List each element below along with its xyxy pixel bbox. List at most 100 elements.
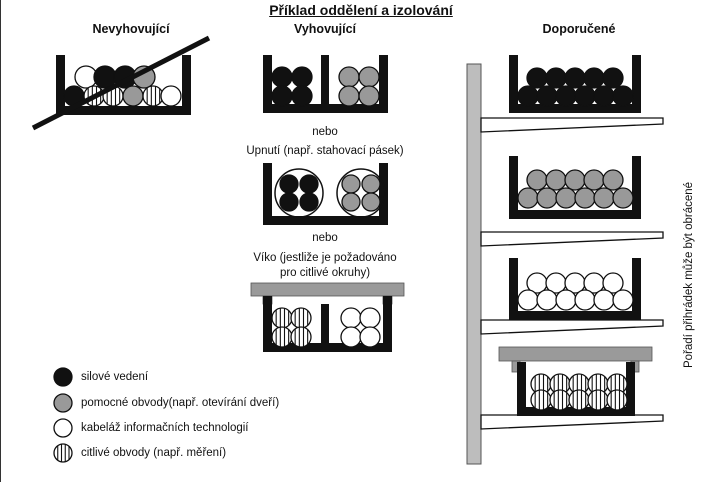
cable-sensitive [606, 389, 628, 411]
cable-fill [588, 390, 608, 410]
cable-auxiliary [341, 174, 361, 194]
cable-power [555, 85, 577, 107]
tray-base [517, 407, 635, 416]
cable-outline [359, 307, 381, 329]
cable-power [593, 85, 615, 107]
tray-wall-left [509, 156, 518, 219]
cable-fill [607, 390, 627, 410]
cable-power [271, 85, 293, 107]
tray-base [509, 311, 641, 320]
cable-it [517, 289, 539, 311]
tray-wall-left [263, 55, 272, 113]
cable-auxiliary [574, 187, 596, 209]
cable-fill [531, 374, 551, 394]
cable-outline [574, 85, 596, 107]
cable-auxiliary [536, 187, 558, 209]
cable-fill [550, 390, 570, 410]
cable-auxiliary [338, 66, 360, 88]
cable-it [340, 326, 362, 348]
cable-outline [555, 187, 577, 209]
cable-outline [122, 85, 144, 107]
cable-power [526, 67, 548, 89]
cable-sensitive [568, 389, 590, 411]
cable-outline [299, 174, 319, 194]
cable-outline [593, 187, 615, 209]
cable-outline [545, 67, 567, 89]
cable-auxiliary [612, 187, 634, 209]
cable-auxiliary [555, 187, 577, 209]
cable-sensitive [142, 85, 164, 107]
cable-power [291, 66, 313, 88]
cable-outline [290, 326, 312, 348]
cable-outline [517, 187, 539, 209]
cable-outline [593, 289, 615, 311]
cable-outline [583, 169, 605, 191]
diagram-title: Příklad oddělení a izolování [269, 2, 453, 18]
cable-outline [517, 85, 539, 107]
legend-symbol-it [53, 418, 73, 438]
column-heading-recommended: Doporučené [542, 22, 616, 36]
tray-wall-left [56, 55, 65, 115]
cable-outline [574, 187, 596, 209]
legend-label-power: silové vedení [81, 371, 149, 383]
cable-outline [291, 85, 313, 107]
cable-sensitive [587, 389, 609, 411]
tray-wall-right [383, 296, 392, 352]
cable-power [583, 67, 605, 89]
cable-outline [358, 85, 380, 107]
cable-auxiliary [358, 66, 380, 88]
cable-auxiliary [338, 85, 360, 107]
tray-base [509, 104, 641, 113]
cable-outline [536, 289, 558, 311]
tray-divider [321, 55, 329, 113]
cable-outline [53, 393, 73, 413]
rack-bracket [480, 231, 664, 247]
tray-wall-left [509, 258, 518, 320]
cable-fill [531, 390, 551, 410]
tray-non-compliant [56, 55, 191, 115]
tray-recommended-power [509, 55, 641, 113]
column-heading-non-compliant: Nevyhovující [92, 22, 170, 36]
cable-outline [602, 169, 624, 191]
cable-it [359, 326, 381, 348]
cable-it [359, 307, 381, 329]
cable-fill [550, 374, 570, 394]
tray-wall-left [517, 362, 526, 416]
cable-outline [555, 85, 577, 107]
cable-outline [602, 272, 624, 294]
cable-outline [564, 67, 586, 89]
cable-sensitive [549, 389, 571, 411]
tray-recommended-it [509, 258, 641, 320]
cable-power [602, 67, 624, 89]
tray-wall-right [632, 156, 641, 219]
cable-power [279, 174, 299, 194]
cable-outline [555, 289, 577, 311]
cable-outline [602, 67, 624, 89]
cable-outline [526, 67, 548, 89]
cable-it [574, 289, 596, 311]
cable-fill [291, 327, 311, 347]
cable-outline [271, 66, 293, 88]
tray-lid-compliant [250, 282, 405, 297]
cable-auxiliary [341, 192, 361, 212]
cable-fill [272, 327, 292, 347]
cable-fill [588, 374, 608, 394]
cable-sensitive [530, 389, 552, 411]
cable-outline [606, 389, 628, 411]
cable-outline [340, 326, 362, 348]
cable-auxiliary [602, 169, 624, 191]
strapping-label: Upnutí (např. stahovací pásek) [246, 145, 404, 157]
tray-lid-recommended [498, 346, 653, 362]
cable-outline [338, 66, 360, 88]
cable-outline [536, 85, 558, 107]
lid-label-line1: Víko (jestliže je požadováno [253, 252, 397, 264]
cable-it [612, 289, 634, 311]
or-label-1: nebo [312, 126, 338, 138]
cable-auxiliary [564, 169, 586, 191]
or-label-2: nebo [312, 232, 338, 244]
legend-symbol-sensitive [53, 443, 73, 463]
cable-power [279, 192, 299, 212]
cable-power [517, 85, 539, 107]
cable-fill [569, 390, 589, 410]
